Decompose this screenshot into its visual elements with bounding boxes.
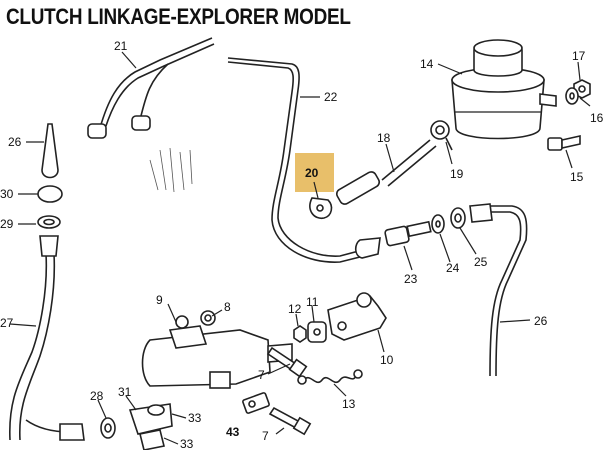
hose-21-fitting-left <box>87 123 107 139</box>
part-19-clamp <box>430 120 453 151</box>
bolt-7-lower <box>268 406 312 436</box>
callout-11: 11 <box>306 295 319 309</box>
callout-14: 14 <box>420 57 434 71</box>
callouts: 21 22 14 17 16 15 18 19 20 26 30 29 27 9… <box>0 39 604 450</box>
spring-13 <box>297 369 363 385</box>
callout-13: 13 <box>342 397 356 411</box>
callout-23: 23 <box>404 272 418 286</box>
hose-27 <box>9 253 48 441</box>
hose-21 <box>99 37 213 129</box>
reservoir-14 <box>451 39 557 140</box>
hose-21-branch <box>139 63 169 121</box>
callout-29: 29 <box>0 217 14 231</box>
callout-22: 22 <box>324 90 338 104</box>
callout-31: 31 <box>118 385 132 399</box>
hose-18 <box>381 139 431 181</box>
part-8-cap <box>200 310 216 326</box>
callout-43: 43 <box>226 425 240 439</box>
callout-26-left: 26 <box>8 135 22 149</box>
callout-18: 18 <box>377 131 391 145</box>
tube-22 <box>227 57 371 257</box>
fitting-31 <box>128 403 173 450</box>
hose-27-end-fitting <box>59 423 85 441</box>
callout-24: 24 <box>446 261 460 275</box>
diagram-title: CLUTCH LINKAGE-EXPLORER MODEL <box>6 4 351 29</box>
callout-16: 16 <box>590 111 604 125</box>
callout-27: 27 <box>0 316 14 330</box>
callout-19: 19 <box>450 167 464 181</box>
part-30-bushing <box>37 185 63 203</box>
part-20-clip <box>309 197 333 220</box>
fitting-26-right-nut <box>469 203 493 223</box>
callout-17: 17 <box>572 49 586 63</box>
part-11-bushing <box>307 321 327 343</box>
callout-7-upper: 7 <box>258 368 265 382</box>
callout-7-lower: 7 <box>262 429 269 443</box>
callout-12: 12 <box>288 302 302 316</box>
callout-33-lower: 33 <box>180 437 194 450</box>
part-26-left-rod <box>41 123 59 179</box>
hose-18-sleeve <box>335 171 381 205</box>
tube-26-right <box>490 205 528 377</box>
part-15-bolt <box>547 135 581 151</box>
part-28-washer <box>100 417 116 439</box>
plate-43 <box>242 392 270 414</box>
master-cylinder-9 <box>141 315 293 389</box>
callout-33-upper: 33 <box>188 411 202 425</box>
fitting-23 <box>354 220 432 259</box>
hose-21-fitting-right <box>131 115 151 131</box>
callout-15: 15 <box>570 170 584 184</box>
callout-8: 8 <box>224 300 231 314</box>
callout-10: 10 <box>380 353 394 367</box>
background-smudge <box>149 147 193 193</box>
part-16-washer <box>565 87 579 105</box>
leader-lines <box>9 51 591 445</box>
callout-9: 9 <box>156 293 163 307</box>
callout-25: 25 <box>474 255 488 269</box>
callout-30: 30 <box>0 187 14 201</box>
callout-26-right: 26 <box>534 314 548 328</box>
part-29-end <box>39 235 59 257</box>
callout-21: 21 <box>114 39 128 53</box>
callout-28: 28 <box>90 389 104 403</box>
part-12-nut <box>293 325 307 343</box>
callout-20: 20 <box>305 166 319 180</box>
clevis-10 <box>327 292 387 341</box>
